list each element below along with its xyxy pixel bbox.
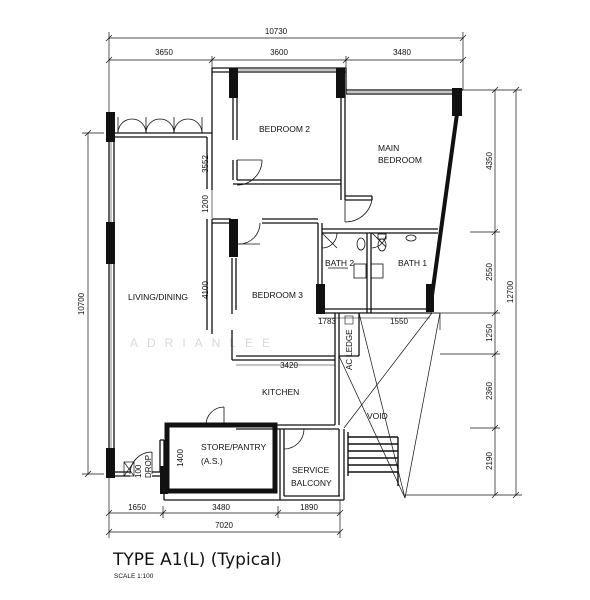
room-label-ac-ledge: AC LEDGE: [345, 330, 354, 370]
left-dimension-line: [82, 129, 104, 478]
dim-store-height: 1400: [176, 449, 185, 467]
room-label-store-1: STORE/PANTRY: [201, 442, 267, 452]
dim-bottom-seg-1: 1650: [128, 503, 146, 512]
room-label-bedroom3: BEDROOM 3: [252, 290, 303, 300]
room-label-slab: 100: [134, 464, 143, 478]
dim-top-seg-2: 3600: [270, 48, 288, 57]
room-label-store-2: (A.S.): [201, 456, 223, 466]
exterior-thick-walls: [428, 91, 462, 311]
dim-right-seg-1: 4350: [485, 152, 494, 170]
watermark: ADRIANLEE: [130, 336, 279, 350]
room-label-service-2: BALCONY: [291, 478, 332, 488]
room-label-bath2: BATH 2: [325, 258, 354, 268]
inner-dim-lines: [211, 145, 430, 366]
dim-right-overall: 12700: [506, 280, 515, 303]
dim-bath1-width: 1550: [390, 317, 408, 326]
bath-fixtures: [328, 233, 417, 279]
void-lines: [338, 312, 441, 499]
room-label-service-1: SERVICE: [292, 465, 329, 475]
top-dimension-lines: [105, 32, 467, 112]
room-label-kitchen: KITCHEN: [262, 387, 299, 397]
dim-bottom-overall: 7020: [215, 521, 233, 530]
window-marks: [110, 69, 452, 448]
room-label-main-bedroom-1: MAIN: [378, 143, 399, 153]
dim-right-seg-4: 2360: [485, 382, 494, 400]
dim-top-seg-1: 3650: [155, 48, 173, 57]
room-label-bath1: BATH 1: [398, 258, 427, 268]
dim-bedroom2-height: 3552: [201, 155, 210, 173]
room-label-drop: DROP: [144, 455, 153, 478]
dim-right-seg-5: 2190: [485, 452, 494, 470]
balcony-railing: [347, 432, 399, 486]
dim-overall-top: 10730: [265, 27, 288, 36]
dim-top-seg-3: 3480: [393, 48, 411, 57]
right-dimension-lines: [405, 86, 522, 499]
plan-title: TYPE A1(L) (Typical): [112, 550, 282, 570]
dim-bottom-seg-2: 3480: [212, 503, 230, 512]
drop-area: [123, 461, 135, 477]
dim-right-seg-3: 1250: [485, 324, 494, 342]
dim-bottom-seg-3: 1890: [300, 503, 318, 512]
dim-kitchen-width: 3420: [280, 361, 298, 370]
plan-scale: SCALE 1:100: [114, 573, 154, 580]
dim-bath2-width: 1783: [318, 317, 336, 326]
dim-bedroom3-height: 4100: [201, 281, 210, 299]
room-label-void: VOID: [367, 411, 388, 421]
living-folding-doors: [117, 117, 203, 134]
dim-corridor: 1200: [201, 195, 210, 213]
dim-right-seg-2: 2550: [485, 263, 494, 281]
room-label-bedroom2: BEDROOM 2: [259, 124, 310, 134]
room-label-living-dining: LIVING/DINING: [128, 292, 188, 302]
dim-left-overall: 10700: [77, 292, 86, 315]
structural-columns: [106, 68, 462, 494]
ac-ledge-marks: [344, 315, 354, 325]
bottom-dimension-lines: [105, 478, 344, 538]
store-pantry-walls: [164, 422, 278, 494]
room-label-main-bedroom-2: BEDROOM: [378, 155, 422, 165]
